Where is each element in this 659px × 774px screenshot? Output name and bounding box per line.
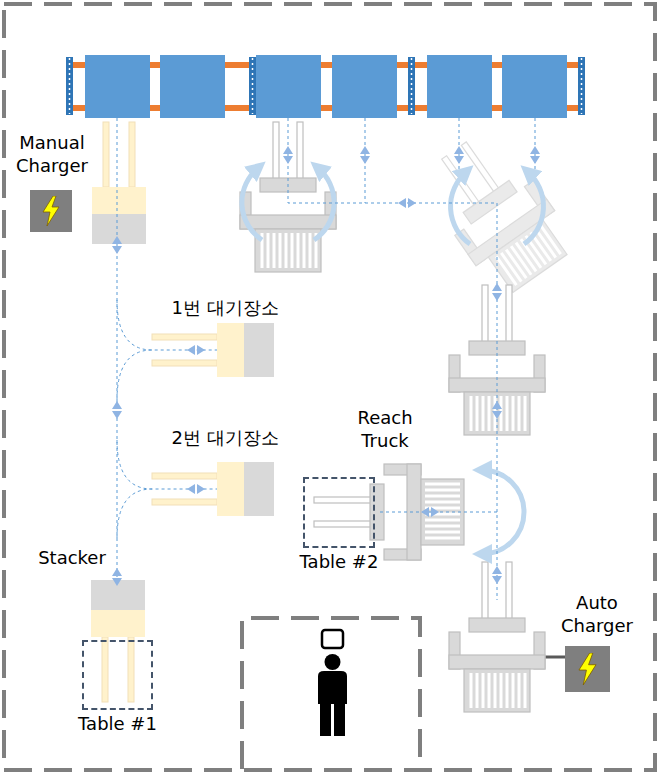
- travel-arrows: [112, 568, 122, 586]
- rack: [578, 57, 585, 115]
- operator-figure: [325, 654, 341, 670]
- travel-arrows: [360, 146, 370, 164]
- rack: [66, 57, 73, 115]
- travel-arrows: [112, 401, 122, 419]
- operator-figure: [322, 630, 343, 648]
- area-label: Reach Truck: [350, 406, 420, 453]
- rack: [408, 57, 415, 115]
- operator-figure: [334, 703, 345, 736]
- rack: [332, 55, 397, 118]
- zone-label: Table #1: [78, 713, 157, 736]
- table-zone: Table #1: [82, 640, 153, 710]
- vehicles: [92, 122, 146, 244]
- travel-arrows: [112, 146, 540, 586]
- travel-paths: [117, 118, 535, 600]
- rack: [160, 55, 225, 118]
- rack: [256, 55, 321, 118]
- travel-arrows: [492, 283, 502, 301]
- area-label: 1번 대기장소: [171, 296, 278, 319]
- table-zone: Table #2: [303, 477, 375, 548]
- travel-arrows: [492, 401, 502, 419]
- vehicles: [91, 122, 579, 712]
- travel-paths: [117, 118, 118, 580]
- rotation-arrows: [451, 172, 470, 244]
- operator-zone: [242, 618, 420, 769]
- travel-arrows: [187, 345, 205, 355]
- rotation-arrows: [524, 172, 543, 244]
- rack: [427, 55, 492, 118]
- travel-arrows: [398, 198, 416, 208]
- travel-arrows: [492, 566, 502, 584]
- charger-icons: [579, 653, 596, 685]
- rotation-arrows: [242, 168, 544, 554]
- charger-icons: [30, 190, 72, 232]
- area-label: 2번 대기장소: [171, 426, 278, 449]
- area-border: [4, 4, 655, 770]
- vehicles: [152, 323, 274, 377]
- vehicles: [449, 562, 545, 712]
- area-label: Stacker: [38, 546, 106, 569]
- charger-icons: [543, 656, 566, 659]
- travel-arrows: [530, 146, 540, 164]
- rotation-arrows: [242, 168, 262, 240]
- zone-label: Table #2: [300, 551, 379, 574]
- operator-figure: [320, 703, 331, 736]
- travel-arrows: [187, 484, 205, 494]
- area-label: Auto Charger: [552, 591, 642, 638]
- charger-icons: [565, 646, 610, 692]
- rack: [249, 57, 256, 115]
- area-label: Manual Charger: [4, 131, 100, 178]
- rack: [66, 55, 585, 118]
- travel-arrows: [421, 507, 439, 517]
- charger-icons: [43, 196, 59, 226]
- operator-figure: [318, 671, 347, 704]
- travel-arrows: [283, 146, 293, 164]
- rotation-arrows: [314, 168, 334, 240]
- rack: [85, 55, 150, 118]
- rack: [502, 55, 567, 118]
- travel-paths: [117, 350, 152, 400]
- travel-paths: [117, 489, 152, 538]
- travel-paths: [288, 118, 497, 203]
- operator-figure: [318, 630, 347, 736]
- travel-arrows: [454, 146, 464, 164]
- travel-arrows: [112, 236, 122, 254]
